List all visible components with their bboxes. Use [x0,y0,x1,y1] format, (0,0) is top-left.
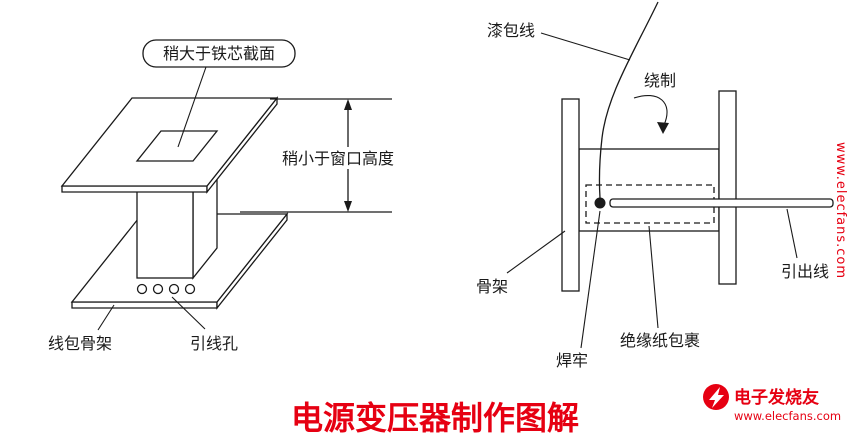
bobbin-frame-label: 线包骨架 [48,334,112,353]
callout-insulation-paper: 绝缘纸包裹 [620,225,700,350]
enameled-wire-leader [540,32,631,61]
lead-out-wire [609,198,834,208]
bottom-plate-thickness-front [71,301,218,309]
lead-holes-leader [171,296,206,330]
core-section-label: 稍大于铁芯截面 [163,44,275,63]
insulation-paper-outline [585,184,715,224]
callout-enameled-wire: 漆包线 [487,21,631,61]
watermark-url: www.elecfans.com [734,409,841,423]
winding-direction: 绕制 [633,71,676,134]
insulation-paper-leader [648,225,659,329]
lead-holes-label: 引线孔 [190,334,238,353]
callout-core-section: 稍大于铁芯截面 [142,39,296,148]
solder-label: 焊牢 [556,351,588,370]
lightning-bolt-icon [709,387,724,408]
spool-left-flange [561,98,580,292]
callout-lead-out-wire: 引出线 [781,208,829,281]
callout-lead-holes: 引线孔 [171,296,238,353]
core-section-leader [177,66,207,148]
window-height-label: 稍小于窗口高度 [282,149,394,168]
bobbin-diagram: 稍小于窗口高度 稍大于铁芯截面 线包骨架 引线孔 [48,39,396,353]
lead-hole [152,283,164,295]
watermark-brand: 电子发烧友 [734,387,819,408]
solder-joint-dot [594,197,606,209]
winding-arrowhead [657,122,669,134]
watermark: 电子发烧友 www.elecfans.com www.elecfans.com [703,142,848,423]
top-plate-core-hole [135,130,219,162]
bobbin-frame-leader [97,304,115,331]
dimension-arrowhead-up [344,99,352,110]
lead-holes [136,283,196,295]
page-title: 电源变压器制作图解 [291,399,579,434]
winding-label: 绕制 [644,71,676,90]
callout-solder: 焊牢 [556,210,601,370]
dimension-window-height: 稍小于窗口高度 [240,98,396,213]
lead-out-wire-leader [786,208,798,259]
spool-right-flange [718,90,737,285]
spool-barrel [578,148,720,232]
frame-label: 骨架 [476,277,508,296]
winding-diagram: 绕制 漆包线 骨架 焊牢 绝缘纸包裹 引出线 [476,1,834,370]
lead-hole [136,283,148,295]
insulation-paper-label: 绝缘纸包裹 [620,331,700,350]
lead-hole [168,283,180,295]
solder-leader [580,210,601,349]
dimension-arrowhead-down [344,201,352,212]
bobbin-top-plate [60,96,279,194]
watermark-side-url: www.elecfans.com [833,142,848,279]
winding-arrow-arc [633,94,668,126]
lead-out-wire-label: 引出线 [781,262,829,281]
callout-bobbin-frame: 线包骨架 [48,304,115,353]
core-section-label-box [142,39,296,68]
frame-leader [506,230,566,274]
lead-hole [184,283,196,295]
dimension-label-bg [280,147,396,169]
enameled-wire [598,1,659,199]
top-plate-thickness-front [61,185,208,193]
enameled-wire-label: 漆包线 [487,21,535,40]
callout-frame: 骨架 [476,230,566,296]
